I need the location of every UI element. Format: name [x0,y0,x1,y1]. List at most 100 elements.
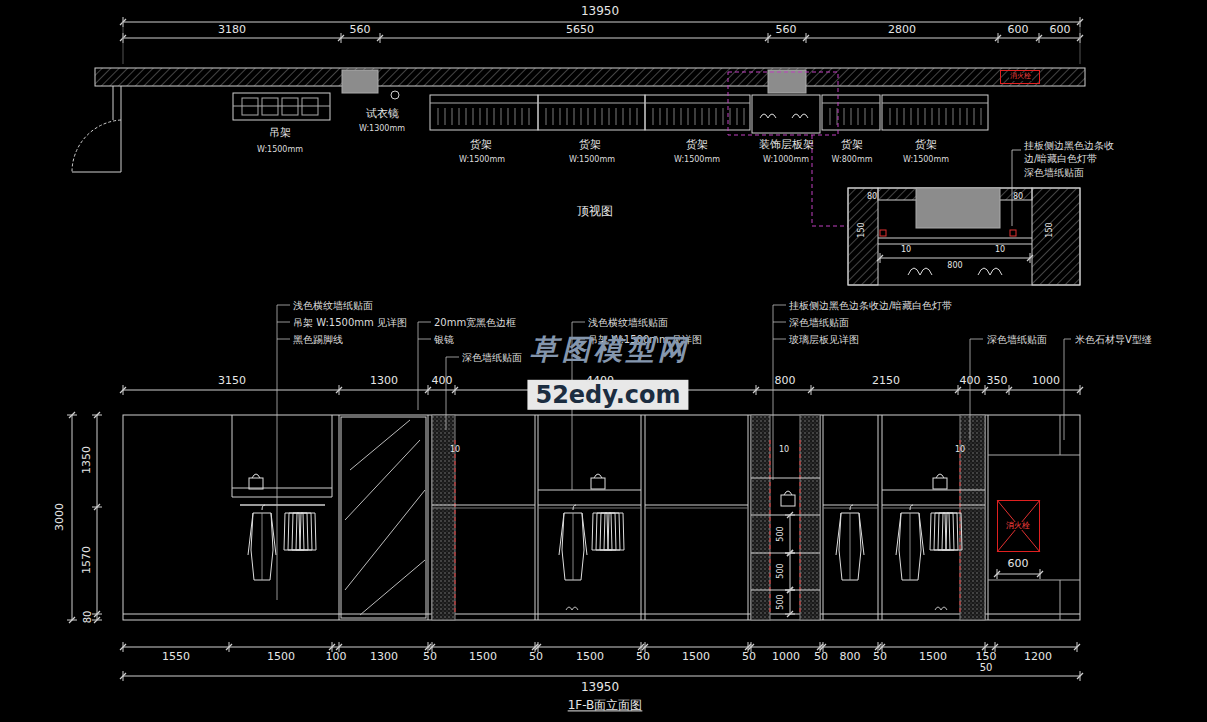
dimension-tick [120,387,126,393]
garment-line [262,513,263,580]
dimension-text: 800 [840,651,861,663]
shelf-item [609,108,610,125]
shelf-line [882,103,988,104]
hanger-shelf [232,488,332,489]
shelf-item [858,108,859,125]
shelf-item [553,108,554,125]
shelf-item [473,108,474,125]
dimension-line [72,415,73,620]
leader-line [277,322,290,323]
annotation-text: 深色墙纸贴面 [1024,167,1084,178]
rail [538,505,641,506]
shelf-item [452,108,453,125]
annotation-text: 米色石材导V型缝 [1075,334,1152,345]
dimension-text: 1000 [772,651,800,663]
dimension-text: 10 [995,246,1005,255]
annotation-text: W:1500mm [257,146,303,155]
shelf-item [546,108,547,125]
shelf-plan [538,95,645,130]
dimension-text: 3150 [218,375,246,387]
shelf-item [837,108,838,125]
shoe-symbol [792,114,808,118]
garment-sleeve [248,513,253,555]
light-strip [800,440,801,612]
shelf-item [946,108,947,125]
mirror-column [342,70,378,93]
rail [645,508,748,509]
annotation-text: 浅色横纹墙纸贴面 [588,317,668,328]
shelf-item [904,108,905,125]
annotation-text: W:1500mm [459,156,505,165]
dimension-tick [94,617,100,623]
dimension-text: 50 [742,651,756,663]
dimension-tick [982,387,988,393]
dimension-tick [995,35,1001,41]
panel-line [641,415,642,620]
dimension-tick [94,412,100,418]
dimension-tick [69,412,75,418]
shelf-item [960,108,961,125]
garment-sleeve [896,513,901,555]
dimension-tick [787,611,793,617]
dimension-tick [1006,387,1012,393]
shelf-item [939,108,940,125]
dimension-text: 50 [873,651,887,663]
hanger-rod [233,106,330,107]
door-jamb [113,86,114,120]
shelf-plan [645,95,750,130]
dimension-tick [94,611,100,617]
dimension-tick [336,644,342,650]
garment-line [573,513,574,580]
dimension-tick [1077,673,1083,679]
dimension-line [123,22,1080,23]
shelf-item [702,108,703,125]
annotation-text: 货架 [579,139,601,151]
dimension-tick [69,617,75,623]
dimension-tick [94,504,100,510]
dimension-text: 400 [960,375,981,387]
shelf-item [515,108,516,125]
hanger-hook [262,505,265,510]
dimension-text: 50 [814,651,828,663]
panel-line [878,415,879,620]
dimension-text: 10 [450,446,460,455]
handbag-handle [784,491,792,495]
dimension-tick [753,387,759,393]
shelf-item [660,108,661,125]
hydrant-cross [997,500,1040,552]
rail [882,505,985,506]
dimension-text: 1500 [469,651,497,663]
dimension-tick [329,644,335,650]
dimension-tick [1077,387,1083,393]
dimension-text: 2150 [872,375,900,387]
leader-line [446,357,459,358]
detail-column [916,188,1000,228]
dimension-tick [120,644,126,650]
light-strip [455,440,456,612]
dimension-text: 800 [775,375,796,387]
leader-line [773,322,786,323]
shelf-item [637,108,638,125]
shelf-item [872,108,873,125]
shelf-item [932,108,933,125]
shoe-icon [935,607,947,610]
rail [538,508,641,509]
dimension-text: 3180 [218,24,246,36]
shelf-item [674,108,675,125]
mirror-reflection [345,490,425,590]
shelf-item [445,108,446,125]
dimension-text: 1500 [576,651,604,663]
shelf-item [508,108,509,125]
dimension-text: 1350 [81,446,93,474]
dimension-text: 350 [987,375,1008,387]
dimension-text: 10 [955,446,965,455]
dimension-tick [808,387,814,393]
annotation-text: 挂板侧边黑色边条收边/暗藏白色灯带 [789,300,952,311]
shelf-item [897,108,898,125]
dimension-tick [1036,35,1042,41]
handbag-handle [252,474,260,478]
shelf-item [830,108,831,125]
shelf-item [616,108,617,125]
dimension-text: 1300 [370,375,398,387]
detail-line [878,244,1032,245]
